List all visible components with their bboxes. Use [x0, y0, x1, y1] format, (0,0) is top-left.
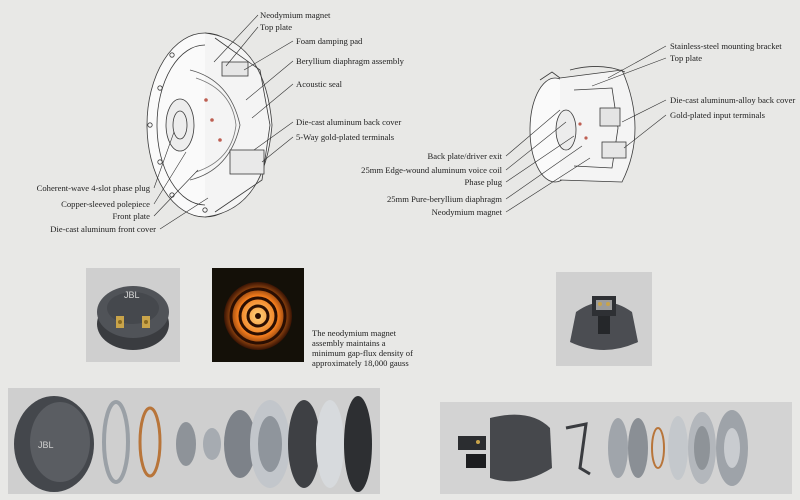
right-driver-cutaway — [529, 66, 636, 183]
photo-flux-density — [212, 268, 304, 362]
right-leader-lines — [505, 45, 667, 213]
flux-caption: The neodymium magnet assembly maintains … — [312, 328, 432, 368]
label-beryllium-diaphragm-assembly: Beryllium diaphragm assembly — [296, 56, 404, 66]
label-back-plate-exit: Back plate/driver exit — [427, 151, 502, 161]
caption-line: assembly maintains a — [312, 338, 386, 348]
label-diaphragm: 25mm Pure-beryllium diaphragm — [386, 194, 502, 204]
label-gold-plated-terminals: 5-Way gold-plated terminals — [296, 132, 395, 142]
label-front-plate: Front plate — [112, 211, 150, 221]
caption-line: minimum gap-flux density of — [312, 348, 413, 358]
label-copper-polepiece: Copper-sleeved polepiece — [61, 199, 150, 209]
label-foam-damping-pad: Foam damping pad — [296, 36, 363, 46]
label-mounting-bracket: Stainless-steel mounting bracket — [670, 41, 782, 51]
photo-driver-rear: JBL — [86, 268, 180, 362]
caption-line: approximately 18,000 gauss — [312, 358, 409, 368]
label-phase-plug-right: Phase plug — [464, 177, 502, 187]
label-neodymium-magnet-right: Neodymium magnet — [431, 207, 502, 217]
photo-exploded-left: JBL — [8, 388, 380, 494]
label-neodymium-magnet: Neodymium magnet — [260, 10, 331, 20]
label-top-plate: Top plate — [260, 22, 293, 32]
left-driver-red-accent — [204, 98, 222, 142]
label-die-cast-front-cover: Die-cast aluminum front cover — [50, 224, 156, 234]
left-leader-lines — [153, 14, 294, 230]
caption-line: The neodymium magnet — [312, 328, 397, 338]
label-top-plate-right: Top plate — [670, 53, 703, 63]
label-voice-coil: 25mm Edge-wound aluminum voice coil — [361, 165, 502, 175]
right-driver-red-accent — [578, 122, 588, 140]
label-phase-plug: Coherent-wave 4-slot phase plug — [36, 183, 150, 193]
label-die-cast-back-cover: Die-cast aluminum back cover — [296, 117, 402, 127]
photo-exploded-right — [440, 402, 792, 494]
photo-compact-driver — [556, 272, 652, 366]
exploded-brand-logo: JBL — [38, 440, 54, 450]
label-back-cover-right: Die-cast aluminum-alloy back cover — [670, 95, 796, 105]
driver-brand-logo: JBL — [124, 290, 140, 300]
left-driver-cutaway — [146, 32, 273, 218]
label-acoustic-seal: Acoustic seal — [296, 79, 343, 89]
label-input-terminals: Gold-plated input terminals — [670, 110, 765, 120]
